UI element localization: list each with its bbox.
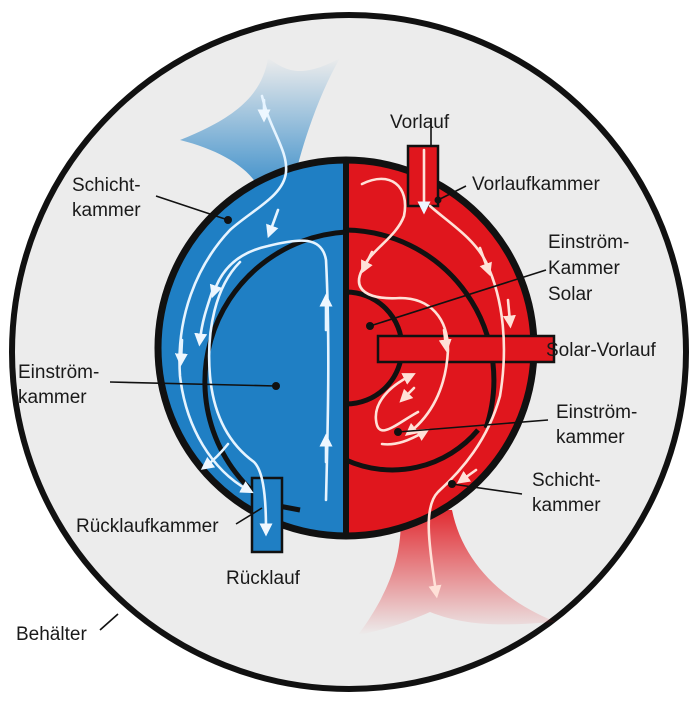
- hot-flow-lines: [357, 148, 516, 599]
- leader-lines: [99, 118, 549, 631]
- label-einstroemkammer-left-2: kammer: [18, 387, 87, 408]
- cold-flow-lines: [174, 94, 333, 537]
- label-einstroem-kammer-solar-1: Einström-: [548, 232, 629, 253]
- solar-vorlauf-pipe: [376, 334, 556, 364]
- label-schichtkammer-right-2: kammer: [532, 495, 601, 516]
- hot-plume: [358, 510, 556, 635]
- label-schichtkammer-right-1: Schicht-: [532, 470, 601, 491]
- label-ruecklauf: Rücklauf: [226, 568, 301, 589]
- label-solar-vorlauf: Solar-Vorlauf: [546, 340, 657, 361]
- label-einstroemkammer-right-2: kammer: [556, 427, 625, 448]
- label-vorlaufkammer: Vorlaufkammer: [472, 174, 600, 195]
- label-einstroem-kammer-solar-2: Kammer: [548, 258, 620, 279]
- label-vorlauf: Vorlauf: [390, 112, 450, 133]
- label-schichtkammer-left-2: kammer: [72, 200, 141, 221]
- right-lower-wall: [344, 428, 480, 473]
- cold-plume: [180, 58, 340, 190]
- label-schichtkammer-left-1: Schicht-: [72, 175, 141, 196]
- right-inner-wall: [345, 227, 497, 429]
- label-einstroemkammer-left-1: Einström-: [18, 362, 99, 383]
- label-einstroem-kammer-solar-3: Solar: [548, 284, 593, 305]
- cold-half: [158, 160, 346, 536]
- label-ruecklaufkammer: Rücklaufkammer: [76, 516, 219, 537]
- label-behaelter: Behälter: [16, 624, 87, 645]
- label-einstroemkammer-right-1: Einström-: [556, 402, 637, 423]
